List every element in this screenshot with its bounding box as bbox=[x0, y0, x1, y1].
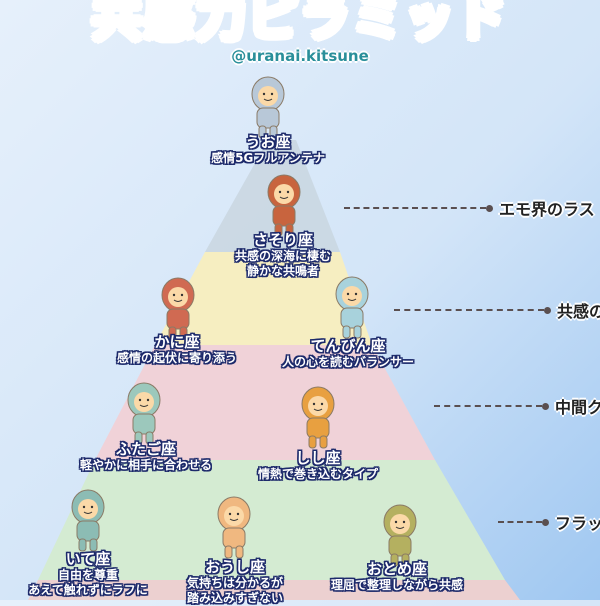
sign-label-virgo: おとめ座 理屈で整理しながら共感 bbox=[331, 560, 463, 593]
sign-name: おうし座 bbox=[204, 558, 266, 576]
page-title: 共感力ピラミッド bbox=[0, 0, 600, 50]
gemini-character-icon bbox=[127, 382, 161, 445]
sign-name: うお座 bbox=[245, 133, 291, 151]
sign-name: かに座 bbox=[154, 333, 200, 351]
taurus-character-icon bbox=[217, 496, 251, 559]
tier-callout-2: 共感の bbox=[394, 298, 600, 322]
tier-2-band bbox=[155, 252, 372, 345]
dot-icon bbox=[542, 518, 549, 526]
sign-desc: 共感の深海に棲む bbox=[234, 249, 332, 263]
scorpio-character-icon bbox=[267, 174, 301, 237]
sign-name: いて座 bbox=[65, 550, 111, 568]
sign-desc: あえて触れずにラフに bbox=[28, 583, 148, 597]
dot-icon bbox=[544, 306, 551, 314]
tier-label: 共感の bbox=[557, 302, 600, 321]
sign-desc: 踏み込みすぎない bbox=[186, 591, 284, 605]
pisces-character-icon bbox=[251, 76, 285, 139]
tier-callout-1: エモ界のラス bbox=[344, 196, 595, 220]
sign-desc: 自由を尊重 bbox=[57, 568, 118, 582]
sign-label-taurus: おうし座 気持ちは分かるが 踏み込みすぎない bbox=[187, 558, 283, 606]
tier-label: フラッ bbox=[555, 514, 600, 533]
sign-label-cancer: かに座 感情の起伏に寄り添う bbox=[117, 333, 237, 366]
sign-name: おとめ座 bbox=[366, 560, 428, 578]
author-handle: @uranai.kitsune bbox=[231, 47, 369, 65]
dot-icon bbox=[486, 204, 493, 212]
tier-4-band bbox=[38, 460, 505, 580]
sign-name: さそり座 bbox=[252, 231, 314, 249]
virgo-character-icon bbox=[383, 504, 417, 567]
sign-label-scorpio: さそり座 共感の深海に棲む 静かな共鳴者 bbox=[235, 231, 331, 279]
tier-callout-3: 中間ク bbox=[434, 394, 600, 418]
sign-label-pisces: うお座 感情5Gフルアンテナ bbox=[211, 133, 325, 166]
tier-label: 中間ク bbox=[555, 398, 600, 417]
leo-character-icon bbox=[301, 386, 335, 449]
sign-label-leo: しし座 情熱で巻き込むタイプ bbox=[258, 449, 378, 482]
sign-desc: 理屈で整理しながら共感 bbox=[330, 578, 464, 592]
sign-desc: 感情の起伏に寄り添う bbox=[116, 351, 238, 365]
sign-name: ふたご座 bbox=[115, 440, 177, 458]
sign-name: しし座 bbox=[295, 449, 341, 467]
tier-callout-4: フラッ bbox=[498, 510, 600, 534]
cancer-character-icon bbox=[161, 277, 195, 340]
sign-label-gemini: ふたご座 軽やかに相手に合わせる bbox=[80, 440, 212, 473]
sign-desc: 人の心を読むバランサー bbox=[281, 355, 415, 369]
sign-name: てんびん座 bbox=[310, 337, 386, 355]
sign-label-sagittarius: いて座 自由を尊重 あえて触れずにラフに bbox=[28, 550, 147, 598]
sign-desc: 情熱で巻き込むタイプ bbox=[257, 467, 379, 481]
tier-5-band bbox=[28, 580, 520, 600]
tier-3-band bbox=[95, 345, 435, 460]
sign-label-libra: てんびん座 人の心を読むバランサー bbox=[282, 337, 414, 370]
sagittarius-character-icon bbox=[71, 489, 105, 552]
sign-desc: 感情5Gフルアンテナ bbox=[211, 151, 325, 165]
sign-desc: 軽やかに相手に合わせる bbox=[79, 458, 213, 472]
tier-label: エモ界のラス bbox=[499, 200, 595, 219]
sign-desc: 静かな共鳴者 bbox=[246, 264, 320, 278]
sign-desc: 気持ちは分かるが bbox=[186, 576, 284, 590]
dot-icon bbox=[542, 402, 549, 410]
libra-character-icon bbox=[335, 276, 369, 339]
